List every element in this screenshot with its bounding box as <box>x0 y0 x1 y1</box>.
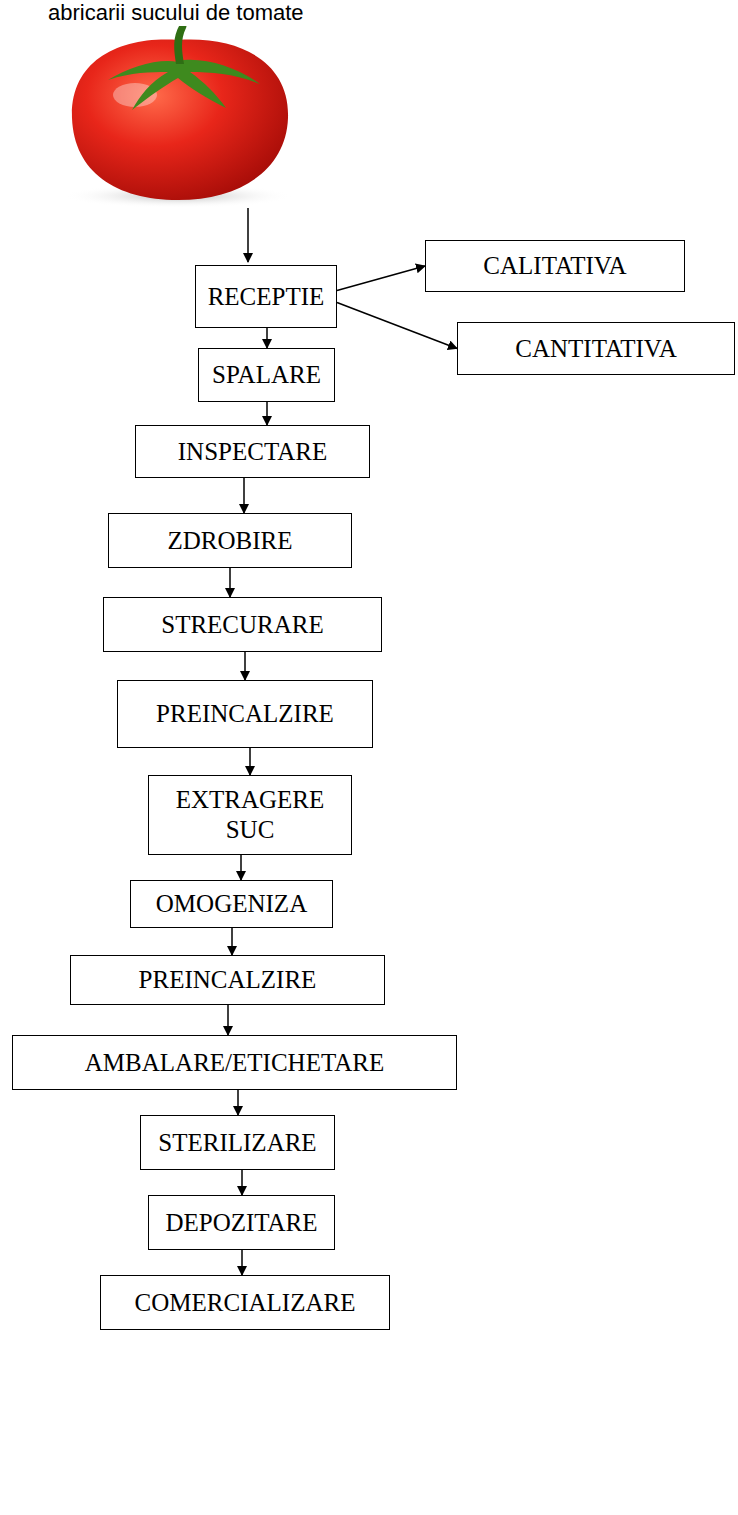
flow-arrow <box>227 1005 229 1035</box>
step-label: EXTRAGERE SUC <box>157 785 343 845</box>
step-label: CANTITATIVA <box>515 334 676 364</box>
process-box: INSPECTARE <box>135 425 370 478</box>
flow-arrow <box>241 1170 243 1195</box>
step-label: PREINCALZIRE <box>156 699 334 729</box>
process-box: STRECURARE <box>103 597 382 652</box>
process-box: SPALARE <box>198 348 335 402</box>
step-label: SPALARE <box>212 360 321 390</box>
tomato-stem <box>174 23 186 64</box>
step-label: DEPOZITARE <box>165 1208 317 1238</box>
step-label: STRECURARE <box>161 610 324 640</box>
step-label: RECEPTIE <box>208 282 325 312</box>
process-box: EXTRAGERE SUC <box>148 775 352 855</box>
flow-arrow <box>229 568 231 597</box>
flow-arrow <box>266 328 268 348</box>
step-label: AMBALARE/ETICHETARE <box>85 1048 384 1078</box>
process-box: RECEPTIE <box>195 265 337 328</box>
flow-arrow <box>266 402 268 425</box>
process-box: CALITATIVA <box>425 240 685 292</box>
process-box: OMOGENIZA <box>130 880 333 928</box>
flow-arrow <box>241 1250 243 1275</box>
step-label: INSPECTARE <box>178 437 327 467</box>
flow-arrow <box>231 928 233 955</box>
process-box: STERILIZARE <box>140 1115 335 1170</box>
flow-arrow <box>240 855 242 880</box>
process-box: AMBALARE/ETICHETARE <box>12 1035 457 1090</box>
flow-arrow <box>247 208 249 262</box>
process-box: DEPOZITARE <box>148 1195 335 1250</box>
process-box: PREINCALZIRE <box>70 955 385 1005</box>
step-label: ZDROBIRE <box>168 526 293 556</box>
diagram-title: abricarii sucului de tomate <box>48 0 304 26</box>
flow-arrow <box>243 478 245 513</box>
step-label: STERILIZARE <box>158 1128 316 1158</box>
process-box: COMERCIALIZARE <box>100 1275 390 1330</box>
flow-arrow <box>337 266 425 291</box>
step-label: OMOGENIZA <box>156 889 307 919</box>
flow-arrow <box>244 652 246 680</box>
flow-arrow <box>249 748 251 775</box>
flow-arrow <box>237 1090 239 1115</box>
step-label: PREINCALZIRE <box>139 965 317 995</box>
step-label: COMERCIALIZARE <box>135 1288 356 1318</box>
process-box: CANTITATIVA <box>457 322 735 375</box>
process-box: ZDROBIRE <box>108 513 352 568</box>
tomato-leaves <box>108 60 260 110</box>
step-label: CALITATIVA <box>483 251 626 281</box>
flow-arrow <box>337 303 457 349</box>
process-box: PREINCALZIRE <box>117 680 373 748</box>
